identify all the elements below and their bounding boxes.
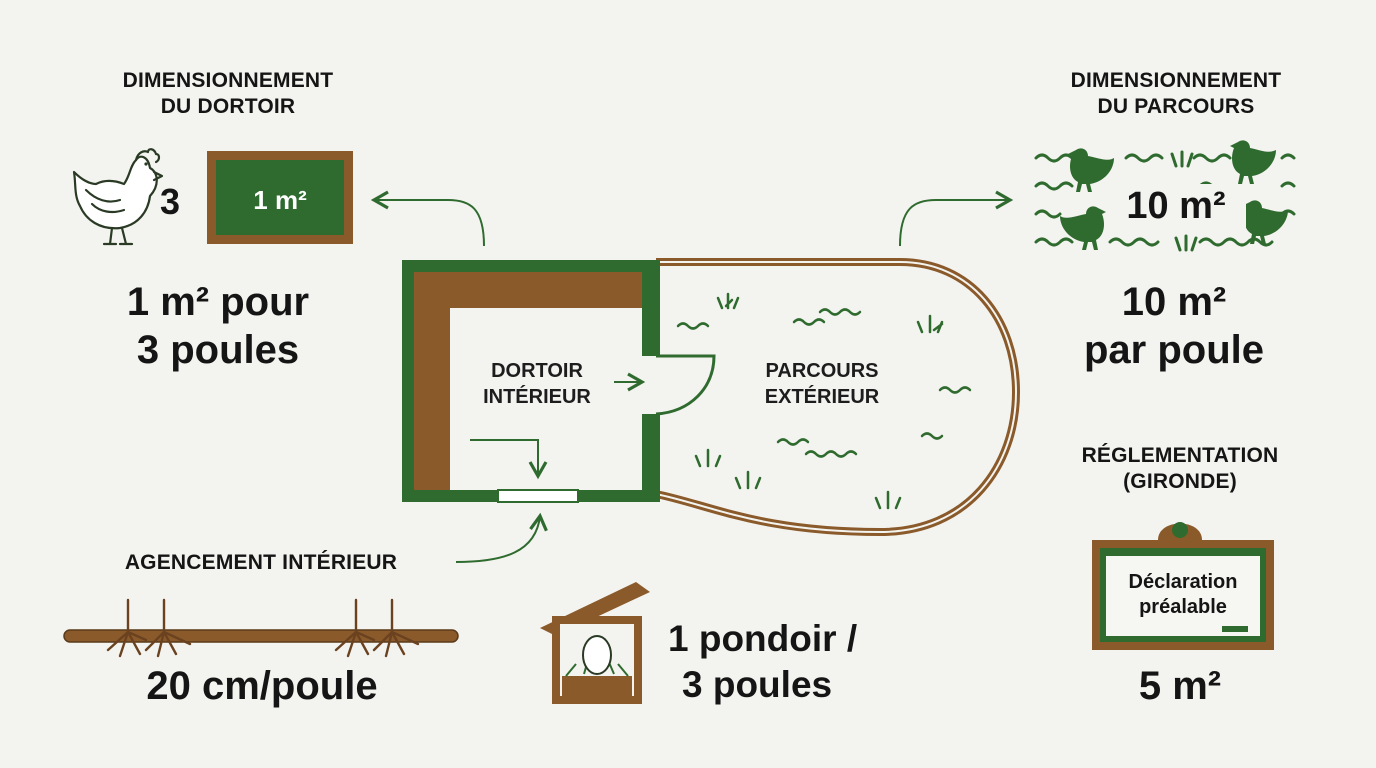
dortoir-rule-line1: 1 m² pour bbox=[126, 280, 310, 324]
run-grass-decoration bbox=[676, 292, 972, 510]
board-line2: préalable bbox=[1139, 596, 1227, 618]
dortoir-box-label: 1 m² bbox=[253, 185, 307, 215]
plan-outdoor-line1: PARCOURS bbox=[765, 360, 879, 382]
hen-count: 3 bbox=[160, 181, 181, 222]
arrow-to-dortoir bbox=[370, 190, 485, 247]
dortoir-rule: 1 m² pour 3 poules bbox=[60, 278, 376, 374]
dortoir-title-line2: DU DORTOIR bbox=[160, 95, 296, 118]
nest-box-icon bbox=[540, 582, 650, 704]
reglementation-title: RÉGLEMENTATION (GIRONDE) bbox=[1030, 443, 1330, 495]
parcours-title-line2: DU PARCOURS bbox=[1097, 95, 1255, 118]
plan-indoor-label: DORTOIR INTÉRIEUR bbox=[462, 358, 612, 410]
parcours-rule: 10 m² par poule bbox=[1016, 278, 1332, 374]
coop-floor-plan bbox=[402, 258, 1020, 536]
parcours-rule-line1: 10 m² bbox=[1121, 280, 1227, 324]
pondoir-rule-line1: 1 pondoir / bbox=[668, 618, 858, 659]
board-line1: Déclaration bbox=[1128, 571, 1238, 593]
dortoir-title: DIMENSIONNEMENT DU DORTOIR bbox=[70, 68, 386, 120]
regulation-board-text: Déclaration préalable bbox=[1106, 570, 1260, 620]
parcours-rule-line2: par poule bbox=[1083, 328, 1265, 372]
parcours-title: DIMENSIONNEMENT DU PARCOURS bbox=[1018, 68, 1334, 120]
door-swing bbox=[655, 354, 716, 416]
dortoir-title-line1: DIMENSIONNEMENT bbox=[122, 69, 334, 92]
perch-rule: 20 cm/poule bbox=[146, 664, 378, 708]
arrow-to-window bbox=[470, 439, 548, 480]
hens-silhouette-icon bbox=[1060, 140, 1288, 250]
hen-icon bbox=[72, 148, 164, 246]
dortoir-area-box bbox=[207, 151, 353, 244]
pondoir-rule: 1 pondoir / 3 poules bbox=[668, 616, 928, 708]
arrow-to-plan bbox=[455, 512, 548, 563]
perch-icon bbox=[63, 598, 459, 658]
egg-icon bbox=[582, 635, 612, 675]
plan-outdoor-label: PARCOURS EXTÉRIEUR bbox=[742, 358, 902, 410]
regulation-board-icon bbox=[1092, 522, 1274, 650]
plan-indoor-line1: DORTOIR bbox=[491, 360, 583, 382]
regulation-size: 5 m² bbox=[1138, 664, 1222, 708]
arrow-to-parcours bbox=[899, 190, 1014, 247]
dortoir-rule-line2: 3 poules bbox=[136, 328, 300, 372]
parcours-title-line1: DIMENSIONNEMENT bbox=[1070, 69, 1282, 92]
plan-indoor-line2: INTÉRIEUR bbox=[483, 386, 591, 408]
reglementation-title-line2: (GIRONDE) bbox=[1123, 470, 1237, 493]
reglementation-title-line1: RÉGLEMENTATION bbox=[1081, 444, 1279, 467]
agencement-title: AGENCEMENT INTÉRIEUR bbox=[124, 551, 398, 574]
parcours-box-label: 10 m² bbox=[1106, 184, 1246, 228]
pondoir-rule-line2: 3 poules bbox=[682, 664, 833, 705]
plan-outdoor-line2: EXTÉRIEUR bbox=[764, 386, 880, 408]
